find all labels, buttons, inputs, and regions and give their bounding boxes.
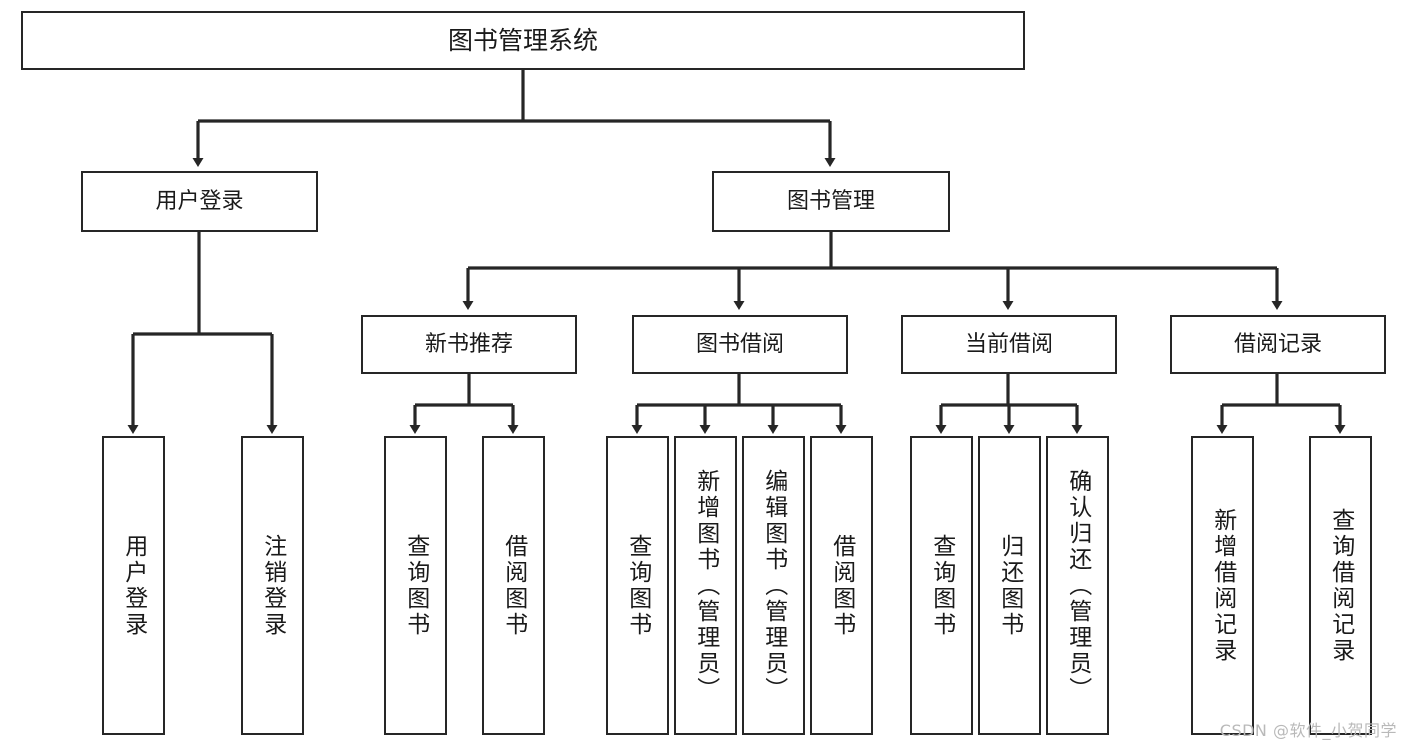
node-label: 查询图书 <box>402 533 429 638</box>
node-label: 注销登录 <box>259 533 286 638</box>
leaf-borrow-book[interactable]: 借阅图书 <box>810 436 873 735</box>
leaf-logout[interactable]: 注销登录 <box>241 436 304 735</box>
node-label: 查询图书 <box>624 533 651 638</box>
node-label: 图书管理 <box>786 188 875 214</box>
node-borrowing-record[interactable]: 借阅记录 <box>1170 315 1386 374</box>
node-label: 借阅记录 <box>1233 331 1322 357</box>
node-label: 借阅图书 <box>500 533 527 638</box>
node-label: 新书推荐 <box>424 331 513 357</box>
node-label: 用户登录 <box>155 188 244 214</box>
node-label: 图书管理系统 <box>447 25 598 55</box>
leaf-query-book-new[interactable]: 查询图书 <box>384 436 447 735</box>
node-label: 归还图书 <box>996 533 1023 638</box>
node-book-management[interactable]: 图书管理 <box>712 171 950 232</box>
node-current-borrowing[interactable]: 当前借阅 <box>901 315 1117 374</box>
node-label: 新增借阅记录 <box>1209 507 1236 664</box>
node-label: 借阅图书 <box>828 533 855 638</box>
leaf-query-book-borrow[interactable]: 查询图书 <box>606 436 669 735</box>
leaf-edit-book-admin[interactable]: 编辑图书（管理员） <box>742 436 805 735</box>
leaf-add-book-admin[interactable]: 新增图书（管理员） <box>674 436 737 735</box>
node-label: 图书借阅 <box>695 331 784 357</box>
node-new-book-recommendation[interactable]: 新书推荐 <box>361 315 577 374</box>
csdn-watermark: CSDN @软件_小贺同学 <box>1219 721 1397 740</box>
leaf-confirm-return-admin[interactable]: 确认归还（管理员） <box>1046 436 1109 735</box>
leaf-query-borrow-record[interactable]: 查询借阅记录 <box>1309 436 1372 735</box>
node-label: 用户登录 <box>120 533 147 638</box>
node-root-book-management-system[interactable]: 图书管理系统 <box>21 11 1025 70</box>
node-label: 新增图书（管理员） <box>692 468 719 703</box>
leaf-return-book[interactable]: 归还图书 <box>978 436 1041 735</box>
leaf-borrow-book-new[interactable]: 借阅图书 <box>482 436 545 735</box>
node-user-login[interactable]: 用户登录 <box>81 171 318 232</box>
node-label: 查询借阅记录 <box>1327 507 1354 664</box>
node-book-borrowing[interactable]: 图书借阅 <box>632 315 848 374</box>
leaf-query-book-current[interactable]: 查询图书 <box>910 436 973 735</box>
node-label: 查询图书 <box>928 533 955 638</box>
node-label: 当前借阅 <box>964 331 1053 357</box>
leaf-user-login[interactable]: 用户登录 <box>102 436 165 735</box>
node-label: 编辑图书（管理员） <box>760 468 787 703</box>
leaf-add-borrow-record[interactable]: 新增借阅记录 <box>1191 436 1254 735</box>
node-label: 确认归还（管理员） <box>1064 468 1091 703</box>
